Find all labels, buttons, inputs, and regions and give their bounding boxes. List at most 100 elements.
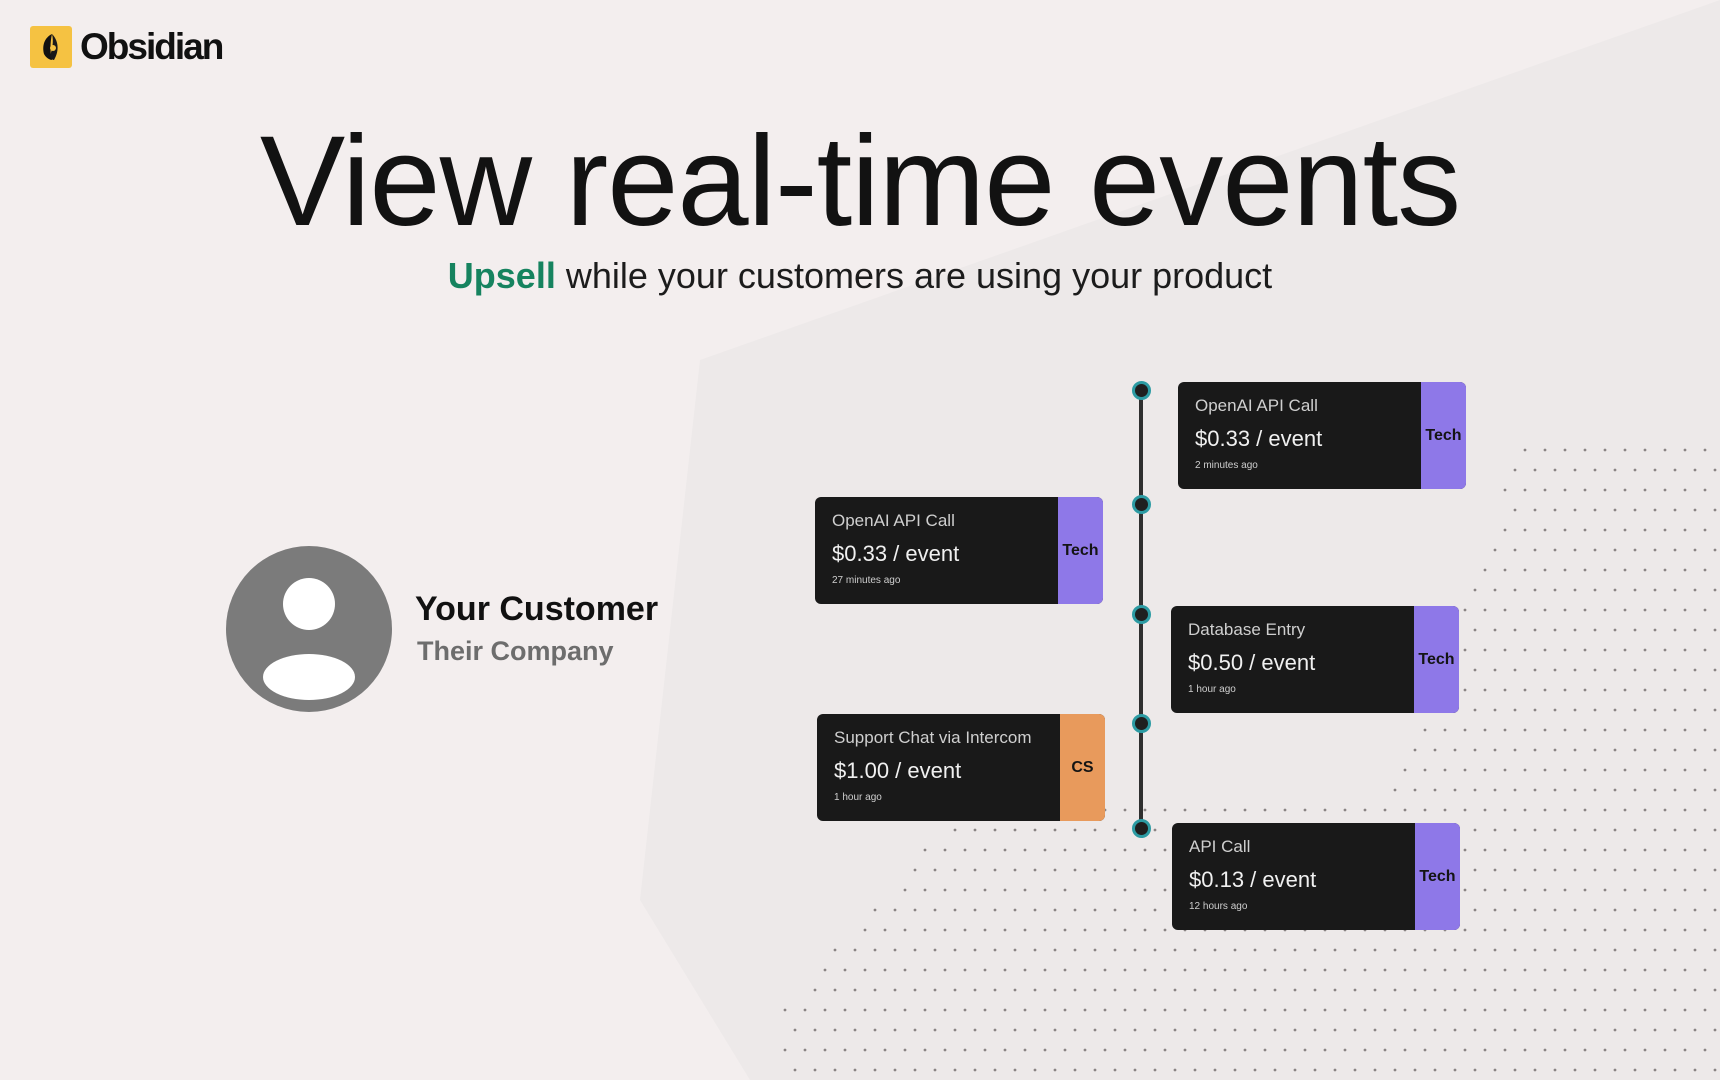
background-dot xyxy=(1143,928,1147,932)
background-dot xyxy=(1533,708,1537,712)
background-dot xyxy=(1083,1048,1087,1052)
background-dot xyxy=(1473,788,1477,792)
background-dot xyxy=(1533,788,1537,792)
background-dot xyxy=(1673,828,1677,832)
background-dot xyxy=(1573,868,1577,872)
background-dot xyxy=(1293,1028,1297,1032)
background-dot xyxy=(1573,468,1577,472)
background-dot xyxy=(1263,1008,1267,1012)
background-dot xyxy=(983,928,987,932)
event-card[interactable]: OpenAI API Call $0.33 / event 27 minutes… xyxy=(815,497,1103,604)
background-dot xyxy=(1483,688,1487,692)
background-dot xyxy=(1643,888,1647,892)
timeline-dot xyxy=(1132,714,1151,733)
background-dot xyxy=(863,1008,867,1012)
background-dot xyxy=(1213,948,1217,952)
background-dot xyxy=(1713,508,1717,512)
background-dot xyxy=(913,988,917,992)
background-dot xyxy=(1013,828,1017,832)
background-dot xyxy=(1563,528,1567,532)
background-dot xyxy=(1533,948,1537,952)
background-dot xyxy=(1523,648,1527,652)
background-dot xyxy=(1043,848,1047,852)
background-dot xyxy=(1543,768,1547,772)
background-dot xyxy=(1473,708,1477,712)
background-dot xyxy=(933,868,937,872)
background-dot xyxy=(1603,848,1607,852)
background-dot xyxy=(1663,608,1667,612)
background-dot xyxy=(1533,908,1537,912)
background-dot xyxy=(973,868,977,872)
background-dot xyxy=(1273,948,1277,952)
background-dot xyxy=(1613,868,1617,872)
background-dot xyxy=(1703,728,1707,732)
background-dot xyxy=(1163,968,1167,972)
background-dot xyxy=(1193,988,1197,992)
background-dot xyxy=(1533,508,1537,512)
background-dot xyxy=(1633,508,1637,512)
background-dot xyxy=(1123,808,1127,812)
background-dot xyxy=(1613,1068,1617,1072)
background-dot xyxy=(1673,748,1677,752)
logo[interactable]: Obsidian xyxy=(30,26,224,68)
background-dot xyxy=(1703,528,1707,532)
background-dot xyxy=(1663,728,1667,732)
background-dot xyxy=(1013,908,1017,912)
background-dot xyxy=(893,948,897,952)
background-dot xyxy=(913,948,917,952)
background-dot xyxy=(1253,988,1257,992)
event-card[interactable]: API Call $0.13 / event 12 hours ago Tech xyxy=(1172,823,1460,930)
timeline-dot xyxy=(1132,605,1151,624)
background-dot xyxy=(1263,808,1267,812)
event-card[interactable]: Database Entry $0.50 / event 1 hour ago … xyxy=(1171,606,1459,713)
background-dot xyxy=(1173,1028,1177,1032)
background-dot xyxy=(1613,988,1617,992)
background-dot xyxy=(1673,788,1677,792)
background-dot xyxy=(963,968,967,972)
background-dot xyxy=(1383,968,1387,972)
background-dot xyxy=(973,828,977,832)
background-dot xyxy=(1563,808,1567,812)
background-dot xyxy=(1073,948,1077,952)
background-dot xyxy=(1113,908,1117,912)
background-dot xyxy=(1603,768,1607,772)
background-dot xyxy=(1023,1048,1027,1052)
background-dot xyxy=(1643,848,1647,852)
background-dot xyxy=(1093,1068,1097,1072)
background-dot xyxy=(1693,548,1697,552)
background-dot xyxy=(1483,1048,1487,1052)
background-dot xyxy=(1013,868,1017,872)
background-dot xyxy=(1443,1008,1447,1012)
background-dot xyxy=(1513,708,1517,712)
background-dot xyxy=(1703,648,1707,652)
background-dot xyxy=(1523,1048,1527,1052)
background-dot xyxy=(943,1008,947,1012)
event-card[interactable]: Support Chat via Intercom $1.00 / event … xyxy=(817,714,1105,821)
background-dot xyxy=(1693,948,1697,952)
page-headline: View real-time events xyxy=(259,110,1461,253)
background-dot xyxy=(1523,768,1527,772)
background-dot xyxy=(1333,1068,1337,1072)
background-dot xyxy=(953,908,957,912)
background-dot xyxy=(1673,908,1677,912)
background-dot xyxy=(1653,628,1657,632)
background-dot xyxy=(1453,988,1457,992)
background-dot xyxy=(923,968,927,972)
background-dot xyxy=(1583,768,1587,772)
event-title: OpenAI API Call xyxy=(832,511,955,530)
background-dot xyxy=(1703,968,1707,972)
background-dot xyxy=(1083,848,1087,852)
event-card[interactable]: OpenAI API Call $0.33 / event 2 minutes … xyxy=(1178,382,1466,489)
background-dot xyxy=(1593,548,1597,552)
background-dot xyxy=(1403,808,1407,812)
background-dot xyxy=(1573,548,1577,552)
background-dot xyxy=(1573,988,1577,992)
background-dot xyxy=(1593,948,1597,952)
background-dot xyxy=(953,828,957,832)
background-dot xyxy=(1693,788,1697,792)
background-dot xyxy=(1703,568,1707,572)
background-dot xyxy=(1583,728,1587,732)
background-dot xyxy=(1623,808,1627,812)
background-dot xyxy=(943,888,947,892)
background-dot xyxy=(1623,688,1627,692)
